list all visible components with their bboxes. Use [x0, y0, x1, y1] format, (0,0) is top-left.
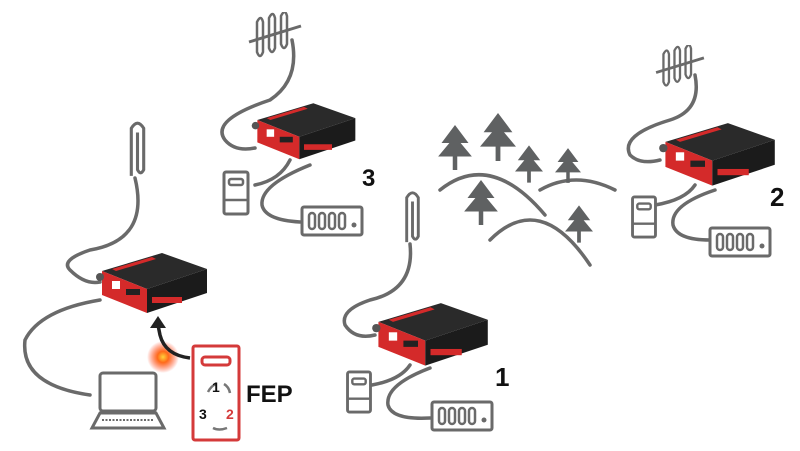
site-3: 3: [220, 12, 375, 237]
site-2: 2: [626, 45, 784, 258]
device-cable: [653, 183, 697, 207]
connection-arrow: [156, 324, 191, 360]
device-cable: [386, 366, 432, 420]
antenna-cable: [626, 73, 698, 164]
fep-site: 1 2 3 FEP: [22, 121, 293, 442]
landscape: [438, 113, 617, 267]
hill-front: [488, 218, 592, 267]
rack-device-icon[interactable]: [300, 205, 364, 237]
tree-icon: [464, 180, 498, 225]
site-1: 1: [342, 190, 509, 432]
cycle-arrow-icon: [223, 382, 232, 394]
tree-icon: [515, 145, 543, 183]
cycle-step-3: 3: [199, 406, 207, 422]
tree-icon: [555, 148, 581, 183]
router-site-1[interactable]: [372, 303, 488, 366]
device-cable: [671, 188, 717, 242]
antenna-cable: [220, 38, 296, 151]
hill-left: [438, 173, 547, 217]
router-site-2[interactable]: [659, 123, 775, 186]
signal-glow: [147, 341, 179, 373]
router-site-3[interactable]: [251, 103, 356, 160]
device-cable: [253, 158, 292, 187]
pc-tower-icon[interactable]: [346, 370, 372, 414]
whip-antenna-icon: [129, 121, 146, 178]
pc-tower-icon[interactable]: [222, 170, 250, 216]
device-cable: [370, 363, 412, 387]
whip-antenna-icon: [404, 190, 421, 245]
pc-tower-icon[interactable]: [631, 195, 657, 239]
arrowhead-icon: [150, 316, 166, 328]
hill-right: [538, 178, 617, 192]
site-2-label: 2: [770, 182, 784, 212]
cycle-step-2: 2: [226, 406, 234, 422]
tree-icon: [480, 113, 516, 161]
antenna-cable: [65, 176, 140, 285]
site-3-label: 3: [362, 165, 375, 192]
rack-device-icon[interactable]: [708, 226, 772, 258]
cycle-arrow-icon: [206, 382, 217, 393]
laptop-cable: [22, 298, 102, 397]
fep-label: FEP: [246, 381, 293, 408]
cycle-arrow-icon: [212, 426, 228, 431]
cycle-step-1: 1: [212, 379, 220, 395]
rack-device-icon[interactable]: [430, 400, 494, 432]
antenna-cable: [342, 242, 413, 338]
tree-icon: [438, 125, 472, 170]
site-1-label: 1: [495, 362, 509, 392]
fep-server-icon[interactable]: 1 2 3: [191, 344, 241, 442]
router-fep[interactable]: [96, 253, 207, 313]
laptop-icon[interactable]: [89, 371, 167, 430]
device-cable: [260, 163, 312, 224]
